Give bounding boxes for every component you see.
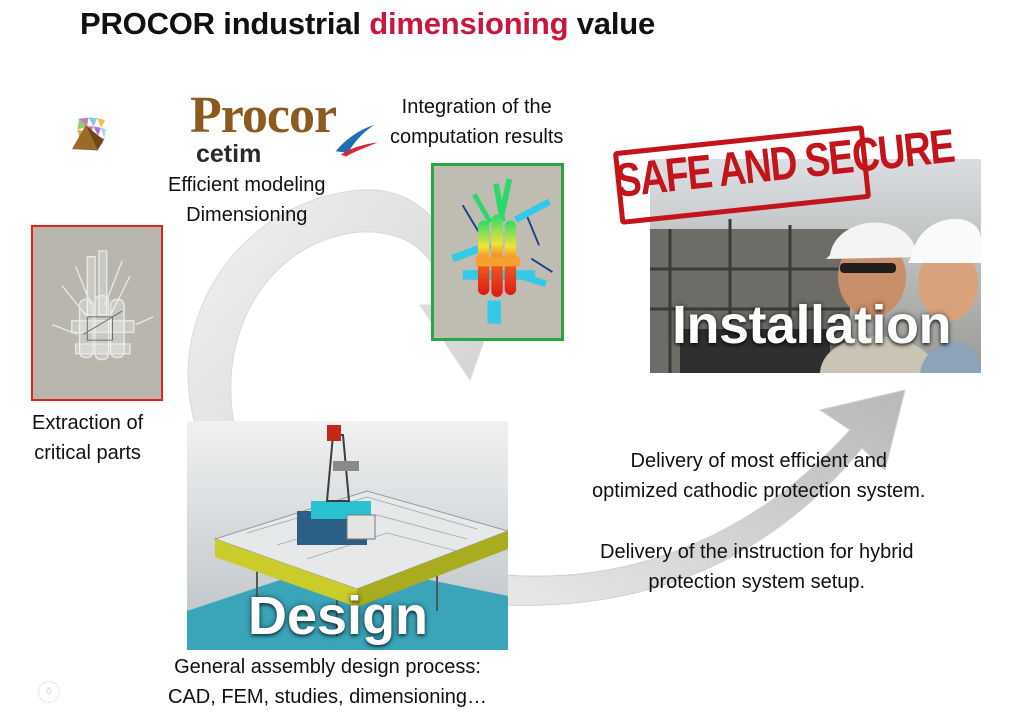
fem-result-image: [431, 163, 564, 341]
offshore-platform-icon: [187, 421, 508, 650]
page-title: PROCOR industrial dimensioning value: [80, 6, 655, 42]
corner-decoration-icon: ◊: [38, 681, 60, 703]
wireframe-structure-icon: [52, 250, 154, 361]
caption-integration: Integration of the computation results: [390, 96, 564, 148]
title-part-1: PROCOR industrial: [80, 6, 361, 41]
caption-delivery-hybrid: Delivery of the instruction for hybrid p…: [600, 541, 914, 593]
logo-subtitle: cetim: [196, 140, 262, 168]
installation-photo: [650, 159, 981, 373]
fem-structure-icon: [451, 178, 553, 324]
logo-swoosh-icon: [335, 124, 378, 157]
caption-modeling: Efficient modeling Dimensioning: [168, 174, 326, 226]
caption-delivery-cp: Delivery of most efficient and optimized…: [592, 450, 926, 502]
title-part-2: value: [576, 6, 656, 41]
engineers-photo-icon: [650, 159, 981, 373]
caption-extraction: Extraction of critical parts: [32, 412, 144, 464]
delivery-arrow: [504, 389, 906, 606]
logo-wordmark: Procor: [190, 87, 337, 144]
design-render-image: [187, 421, 508, 650]
caption-design-process: General assembly design process: CAD, FE…: [168, 656, 488, 708]
procor-logo-mark: [72, 117, 106, 151]
extraction-model-image: [31, 225, 163, 401]
stage-installation-label: Installation: [672, 295, 952, 355]
stage-design-label: Design: [248, 586, 429, 646]
title-accent: dimensioning: [369, 6, 569, 41]
